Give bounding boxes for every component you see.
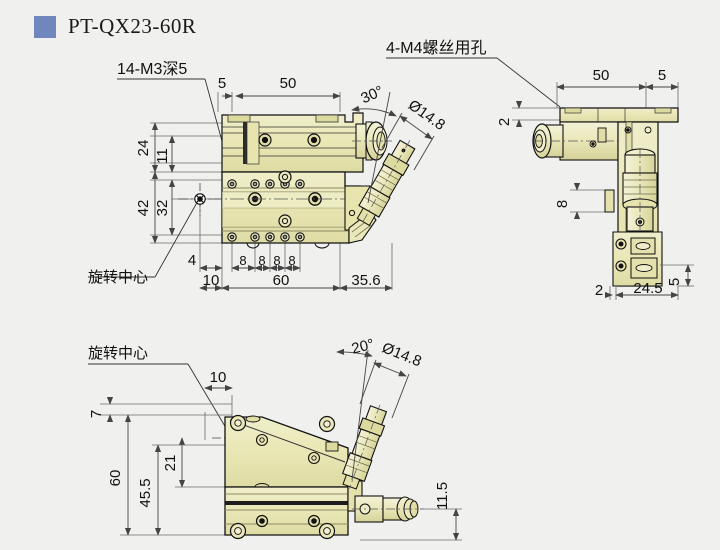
dim-front-8d: 8 xyxy=(288,253,295,268)
hole-row-top xyxy=(227,179,305,189)
dim-front-42: 42 xyxy=(135,200,152,217)
micrometer-20deg xyxy=(341,404,388,490)
dim-front-30deg: 30° xyxy=(358,83,386,108)
dim-front-5: 5 xyxy=(218,75,226,92)
dim-side-2-bottom: 2 xyxy=(595,282,603,299)
label-rotation-center-front: 旋转中心 xyxy=(88,268,148,286)
dim-front-8c: 8 xyxy=(273,253,280,268)
side-micrometer xyxy=(622,148,658,286)
dim-front-11: 11 xyxy=(154,148,171,164)
dim-side-50: 50 xyxy=(593,67,610,84)
label-14-m3: 14-M3深5 xyxy=(117,60,187,78)
dim-side-8: 8 xyxy=(554,200,571,208)
dim-side-2-left: 2 xyxy=(496,118,513,126)
top-view xyxy=(88,348,462,541)
dim-front-60: 60 xyxy=(273,272,290,289)
dim-top-dia-14-8: Ø14.8 xyxy=(380,339,424,370)
top-view-cylinder xyxy=(347,480,424,523)
dim-front-35-6: 35.6 xyxy=(351,272,380,289)
dim-front-4: 4 xyxy=(188,252,196,269)
dim-front-8a: 8 xyxy=(239,253,246,268)
label-rotation-center-top: 旋转中心 xyxy=(88,344,148,362)
dim-front-32: 32 xyxy=(154,200,171,217)
dim-side-24-5: 24.5 xyxy=(633,280,662,297)
hole-row-bottom xyxy=(227,232,305,242)
front-view xyxy=(88,57,561,292)
dim-top-20deg: 20° xyxy=(350,336,376,358)
dim-top-45-5: 45.5 xyxy=(137,478,154,507)
dim-front-8b: 8 xyxy=(258,253,265,268)
dim-front-10: 10 xyxy=(203,272,220,289)
side-view xyxy=(512,82,694,300)
product-title: PT-QX23-60R xyxy=(68,14,197,38)
micrometer-30deg xyxy=(356,139,416,227)
dim-front-50: 50 xyxy=(280,75,297,92)
title-swatch-icon xyxy=(34,15,56,38)
dim-side-5-top: 5 xyxy=(658,67,666,84)
dim-top-10: 10 xyxy=(210,369,227,386)
dim-top-21: 21 xyxy=(162,455,179,472)
page-title: PT-QX23-60R xyxy=(34,14,196,39)
label-4-m4: 4-M4螺丝用孔 xyxy=(386,39,486,57)
dim-top-60: 60 xyxy=(107,470,124,487)
dim-front-dia-14-8: Ø14.8 xyxy=(405,97,448,134)
dim-side-5-bottom: 5 xyxy=(666,278,683,286)
dim-top-11-5: 11.5 xyxy=(434,482,451,510)
dim-front-24: 24 xyxy=(135,140,152,157)
dim-top-7: 7 xyxy=(88,410,105,418)
